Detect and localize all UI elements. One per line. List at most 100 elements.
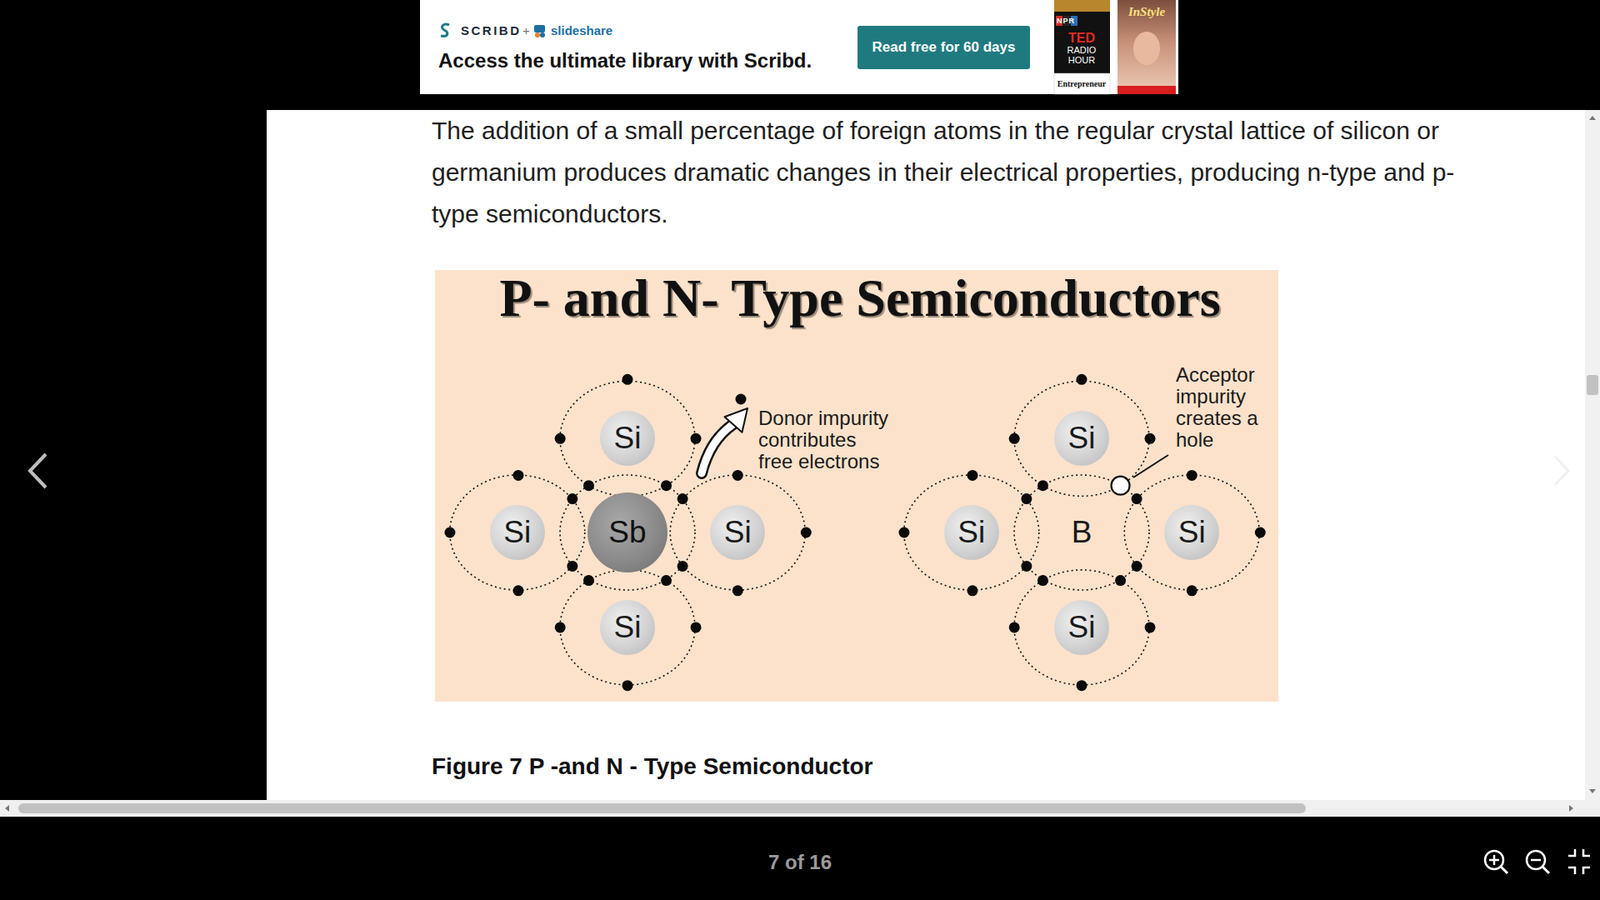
donor-atom: Sb [587, 492, 668, 573]
electron-orbit [560, 475, 695, 590]
horizontal-scrollbar [0, 800, 1600, 817]
electron-dot [800, 527, 812, 539]
ad-banner [420, 0, 1179, 95]
electron-dot [690, 621, 702, 633]
figure-caption: Figure 7 P -and N - Type Semiconductor [431, 753, 873, 780]
electron-dot [660, 575, 672, 586]
silicon-atom: Si [490, 505, 545, 560]
zoom-in-icon [1485, 850, 1504, 870]
next-page-chevron [1555, 456, 1569, 485]
node-label: Read free for 60 days [872, 39, 1016, 56]
node-label: Si [957, 515, 985, 550]
node-label: Si [1068, 420, 1096, 456]
electron-dot [622, 680, 634, 691]
electron-dot [622, 374, 634, 385]
electron-dot [1037, 480, 1049, 491]
electron-dot [677, 560, 689, 572]
page-counter: 7 of 16 [768, 850, 832, 875]
orbit-group [450, 380, 1260, 685]
magazine-cover [1054, 0, 1110, 12]
electron-orbit [450, 475, 585, 590]
zoom-in-icon [1493, 855, 1496, 865]
zoom-out-icon [1542, 866, 1550, 874]
electron-dot [1186, 585, 1198, 596]
zoom-out-icon [1526, 850, 1545, 870]
node-label: Si [1068, 610, 1096, 645]
electron-dot [735, 394, 747, 405]
donor-arrow-head [725, 408, 749, 433]
electron-dot [677, 493, 689, 505]
electron-dot [1020, 560, 1032, 572]
electron-dot [1131, 560, 1143, 572]
electron-orbit [560, 570, 695, 685]
electron-dot [1186, 470, 1198, 481]
slideshare-icon [540, 32, 545, 38]
body-paragraph: The addition of a small percentage of fo… [431, 110, 1457, 235]
figure-title: P- and N- Type Semiconductors [499, 268, 1220, 329]
slideshare-icon [534, 25, 545, 33]
leader-line [1133, 455, 1169, 478]
electron-dot [1009, 621, 1020, 633]
silicon-atom: Si [1054, 600, 1110, 655]
silicon-atom: Si [710, 505, 765, 560]
zoom-in-icon [1500, 866, 1508, 874]
electron-orbit [1014, 475, 1150, 590]
exit-fullscreen-icon [1568, 849, 1590, 875]
electron-dot [555, 433, 566, 445]
magazine-logo: RADIO [1067, 45, 1097, 56]
magazine-logo: InStyle [1128, 5, 1165, 20]
electron-dot [1255, 527, 1266, 539]
vertical-scrollbar [1585, 110, 1600, 800]
call-to-action-button: Read free for 60 days [857, 25, 1030, 70]
node-label: Si [614, 420, 642, 456]
figure-panel [435, 270, 1279, 702]
scroll-arrow [1569, 805, 1574, 812]
scrollbar-thumb [1586, 375, 1599, 395]
magazine-logo: NPR [1056, 16, 1075, 25]
previous-page-chevron [30, 454, 46, 488]
donor-arrow [701, 424, 734, 474]
electron-dot [1037, 575, 1049, 586]
magazine-logo: TED [1068, 30, 1095, 46]
node-label: Si [503, 515, 531, 550]
electron-dot [732, 585, 744, 596]
electron-dot [512, 585, 524, 596]
electron-dot [898, 527, 910, 539]
scribd-icon [440, 24, 450, 36]
document-page [266, 110, 1585, 800]
electron-orbit [670, 475, 805, 590]
scroll-arrow [1589, 115, 1596, 120]
electron-dot [555, 621, 566, 633]
scroll-arrow [5, 805, 10, 812]
electron-orbit [560, 380, 695, 496]
hole-symbol [1111, 476, 1130, 495]
electron-dot [1020, 493, 1032, 505]
electron-orbit [1124, 475, 1260, 590]
brand-name: slideshare [550, 23, 613, 38]
electron-dot [1009, 433, 1020, 445]
acceptor-atom: B [1054, 505, 1110, 560]
node-label: Si [614, 610, 642, 645]
scrollbar-thumb [18, 803, 1306, 814]
magazine-cover [1117, 85, 1176, 95]
electron-dot [732, 470, 744, 481]
top-bar [0, 0, 1600, 110]
electron-dot [512, 470, 524, 481]
electron-dot [583, 575, 595, 586]
node-label: Sb [608, 515, 646, 550]
electron-dot [583, 480, 595, 491]
cover-photo [1133, 31, 1160, 65]
brand-separator: + [522, 23, 530, 38]
node-label: B [1071, 515, 1093, 550]
electron-dot [1145, 621, 1156, 633]
magazine-logo: Entrepreneur [1057, 79, 1107, 90]
electron-dot [566, 493, 578, 505]
magazine-cover [1054, 73, 1110, 95]
node-label: Si [724, 515, 752, 550]
silicon-atom: Si [600, 600, 655, 655]
brand-name: SCRIBD [460, 23, 522, 38]
slideshare-icon [535, 32, 540, 38]
electron-dot [1076, 680, 1088, 691]
electron-dot [660, 480, 672, 491]
